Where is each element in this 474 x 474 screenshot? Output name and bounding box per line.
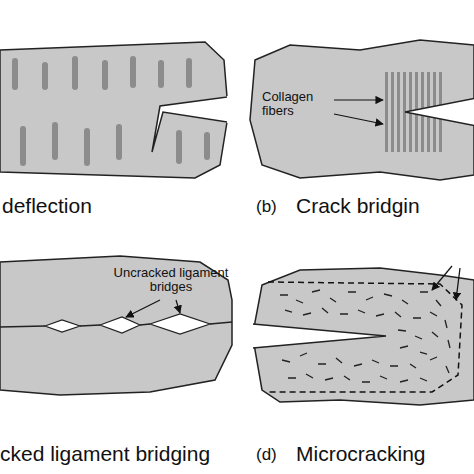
panel-letter: (b) (256, 198, 296, 217)
leader-arrow (432, 266, 452, 290)
bone-specimen (0, 42, 227, 178)
callout-label: Uncracked ligament bridges (112, 266, 230, 295)
crack-faces (253, 324, 386, 348)
crack-faces (152, 97, 227, 152)
crack-faces (405, 98, 474, 126)
callout-label: Collagen fibers (262, 90, 334, 119)
panel-letter: (d) (256, 446, 296, 465)
leader-arrow (334, 114, 383, 124)
crack (405, 98, 474, 126)
panel-caption: deflection (2, 194, 202, 217)
panel-caption: Crack bridgin (296, 194, 474, 217)
leader-arrow (456, 268, 460, 300)
leader-arrow (334, 99, 383, 100)
panel-caption: cked ligament bridging (0, 442, 240, 465)
crack (152, 96, 228, 152)
crack (250, 324, 386, 348)
leader-arrow (126, 300, 160, 317)
bone-specimen (0, 256, 232, 395)
panel-caption: Microcracking (296, 442, 474, 465)
ligament-bridges (45, 314, 210, 334)
leader-arrow (176, 300, 180, 313)
